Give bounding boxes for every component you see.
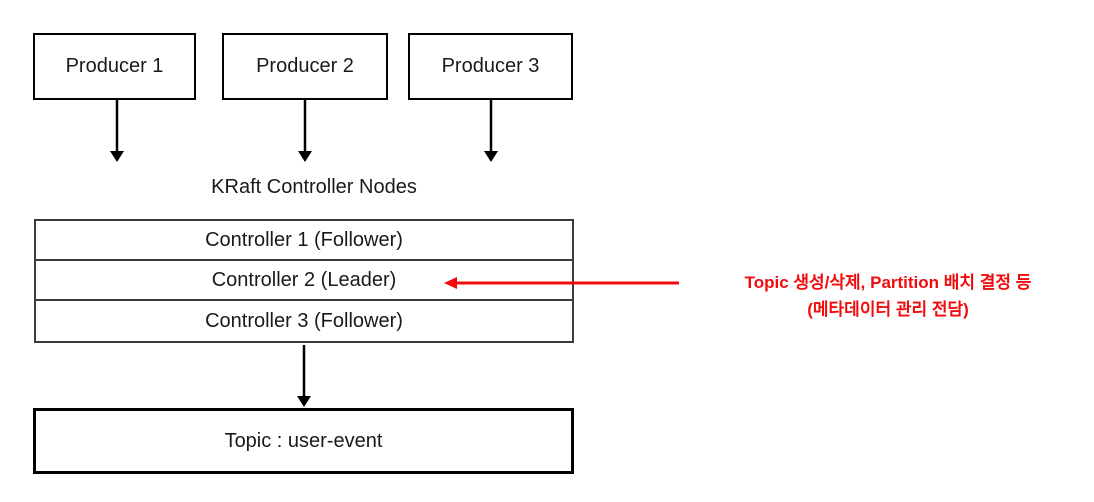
controller-2-label: Controller 2 (Leader) — [211, 268, 397, 291]
controller-3-label: Controller 3 (Follower) — [205, 309, 403, 332]
producer-3-label: Producer 3 — [441, 55, 540, 77]
controller-row-follower-1: Controller 1 (Follower) — [36, 221, 572, 261]
controller-nodes-table: Controller 1 (Follower) Controller 2 (Le… — [34, 219, 574, 343]
annotation-line2: (메타데이터 관리 전담) — [807, 300, 969, 319]
annotation-line1: Topic 생성/삭제, Partition 배치 결정 등 — [744, 273, 1032, 292]
controller-1-label: Controller 1 (Follower) — [205, 228, 403, 251]
producer-2-box: Producer 2 — [222, 33, 388, 100]
producer-1-label: Producer 1 — [65, 55, 164, 77]
producer-1-arrow — [110, 100, 124, 162]
controller-to-topic-arrow — [297, 345, 311, 407]
controller-row-leader: Controller 2 (Leader) — [36, 261, 572, 301]
controller-section-title: KRaft Controller Nodes — [211, 176, 417, 198]
leader-role-annotation: Topic 생성/삭제, Partition 배치 결정 등 (메타데이터 관리… — [688, 269, 1088, 323]
producer-2-arrow — [298, 100, 312, 162]
producer-2-label: Producer 2 — [256, 55, 354, 77]
topic-box: Topic : user-event — [33, 408, 574, 474]
producer-3-arrow — [484, 100, 498, 162]
topic-label: Topic : user-event — [224, 429, 383, 452]
producer-3-box: Producer 3 — [408, 33, 573, 100]
controller-row-follower-3: Controller 3 (Follower) — [36, 301, 572, 341]
producer-1-box: Producer 1 — [33, 33, 196, 100]
